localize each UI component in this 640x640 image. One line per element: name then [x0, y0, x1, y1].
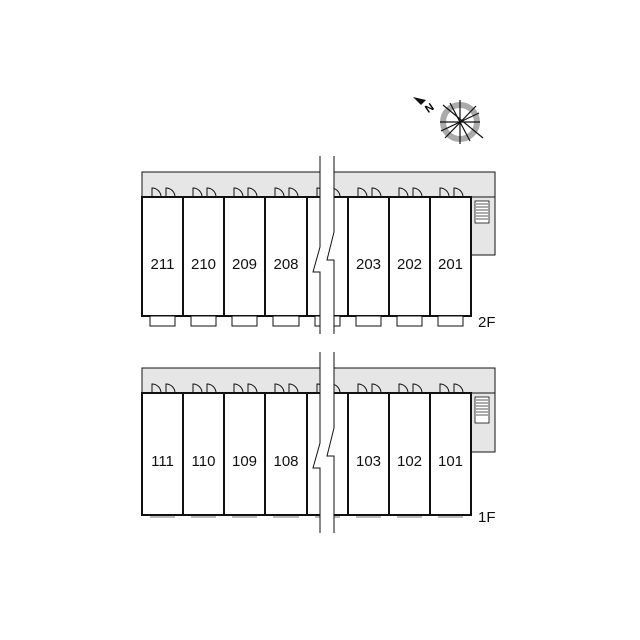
door-icon — [165, 187, 176, 198]
unit-number: 211 — [151, 256, 175, 273]
door-icon — [453, 383, 464, 394]
balcony — [231, 315, 258, 327]
door-icon — [398, 187, 409, 198]
unit-110: 110 — [182, 383, 225, 518]
unit-number: 111 — [151, 453, 174, 470]
break-line — [312, 352, 321, 533]
unit-number: 202 — [397, 256, 422, 273]
balcony — [355, 315, 382, 327]
door-icon — [247, 383, 258, 394]
door-icon — [192, 187, 203, 198]
balcony — [272, 315, 300, 327]
unit-outline — [388, 196, 431, 317]
unit-number: 102 — [397, 453, 422, 470]
unit-number: 103 — [356, 453, 381, 470]
unit-number: 109 — [232, 453, 257, 470]
unit-111: 111 — [141, 383, 184, 518]
unit-203: 203 — [347, 187, 390, 327]
unit-211: 211 — [141, 187, 184, 327]
stair-box — [474, 200, 490, 224]
stair-box — [474, 396, 490, 424]
compass-north-label: N — [423, 101, 436, 115]
door-icon — [453, 187, 464, 198]
unit-number: 110 — [192, 453, 216, 470]
floor-label: 1F — [478, 509, 496, 526]
unit-outline — [264, 196, 308, 317]
door-icon — [412, 383, 423, 394]
door-icon — [398, 383, 409, 394]
balcony — [149, 315, 176, 327]
unit-102: 102 — [388, 383, 431, 518]
balcony — [437, 315, 464, 327]
door-icon — [412, 187, 423, 198]
unit-202: 202 — [388, 187, 431, 327]
unit-outline — [223, 196, 266, 317]
door-icon — [357, 187, 368, 198]
door-icon — [274, 383, 285, 394]
unit-210: 210 — [182, 187, 225, 327]
door-icon — [357, 383, 368, 394]
unit-outline — [347, 392, 390, 516]
unit-outline — [388, 392, 431, 516]
door-icon — [371, 187, 382, 198]
door-icon — [192, 383, 203, 394]
door-icon — [165, 383, 176, 394]
unit-number: 201 — [438, 256, 463, 273]
unit-number: 203 — [356, 256, 381, 273]
door-icon — [371, 383, 382, 394]
corridor — [141, 367, 496, 394]
omission-gap — [320, 156, 334, 334]
door-icon — [206, 383, 217, 394]
stairs-icon — [474, 396, 490, 424]
unit-number: 209 — [232, 256, 257, 273]
unit-201: 201 — [429, 187, 472, 327]
door-icon — [233, 383, 244, 394]
unit-209: 209 — [223, 187, 266, 327]
corridor — [141, 171, 496, 198]
unit-109: 109 — [223, 383, 266, 518]
unit-101: 101 — [429, 383, 472, 518]
unit-103: 103 — [347, 383, 390, 518]
door-icon — [206, 187, 217, 198]
unit-outline — [223, 392, 266, 516]
unit-outline — [429, 392, 472, 516]
stairs-icon — [474, 200, 490, 224]
door-icon — [288, 383, 299, 394]
balcony — [396, 315, 423, 327]
break-line — [312, 156, 321, 334]
door-icon — [274, 187, 285, 198]
floor-label: 2F — [478, 314, 496, 331]
unit-number: 108 — [273, 453, 298, 470]
floor-1f: 111 110 109 108 103 102 101 1F — [141, 352, 496, 533]
unit-number: 208 — [273, 256, 298, 273]
door-icon — [247, 187, 258, 198]
unit-208: 208 — [264, 187, 308, 327]
break-line — [326, 156, 335, 334]
unit-number: 101 — [438, 453, 463, 470]
door-icon — [288, 187, 299, 198]
door-icon — [151, 383, 162, 394]
balcony — [190, 315, 217, 327]
door-icon — [439, 383, 450, 394]
compass-icon: N — [413, 97, 484, 144]
break-line — [326, 352, 335, 533]
door-icon — [151, 187, 162, 198]
floor-2f: 211 210 209 208 203 202 201 2F — [141, 156, 496, 334]
door-icon — [439, 187, 450, 198]
unit-number: 210 — [191, 256, 216, 273]
door-icon — [233, 187, 244, 198]
omission-gap — [320, 352, 334, 533]
unit-outline — [429, 196, 472, 317]
unit-108: 108 — [264, 383, 308, 518]
